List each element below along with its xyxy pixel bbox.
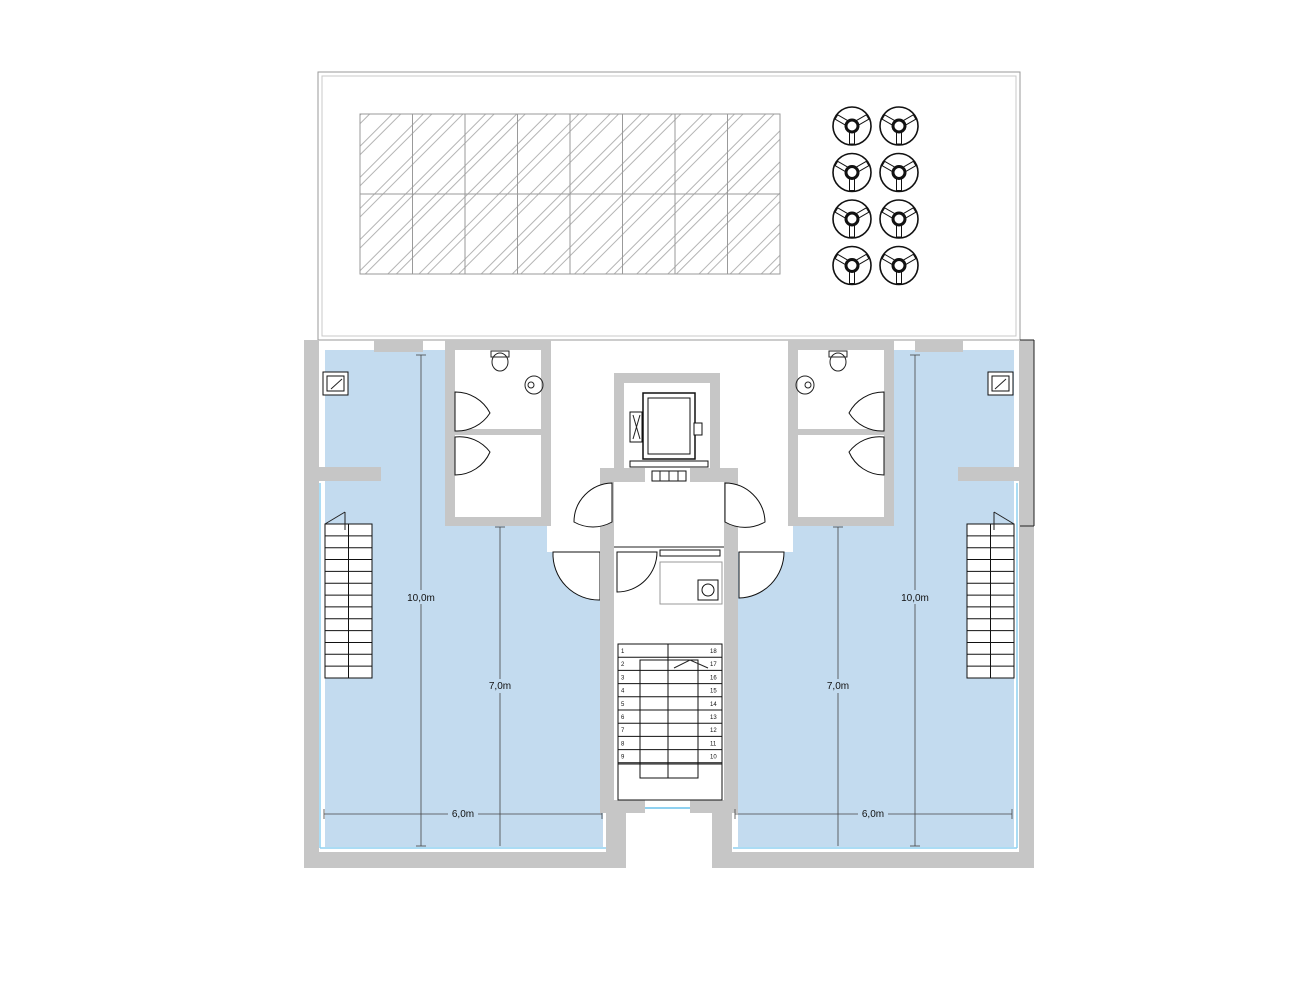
elevator (629, 392, 709, 482)
solar-panel (674, 193, 728, 275)
stair-step-number: 12 (710, 728, 717, 734)
left-unit: 10,0m 7,0m 6,0m (304, 340, 626, 868)
solar-panel (464, 113, 518, 195)
solar-panel (517, 193, 571, 275)
stair-step-number: 16 (710, 675, 717, 681)
stair-step-number: 2 (621, 662, 625, 668)
right-dimensions: 10,0m 7,0m 6,0m (734, 354, 1013, 847)
right-internal-stair (966, 511, 1015, 679)
left-dimensions: 10,0m 7,0m 6,0m (323, 354, 603, 847)
solar-panel-array (359, 113, 781, 275)
solar-panel (622, 193, 676, 275)
solar-panel (517, 113, 571, 195)
right-depth-label: 10,0m (901, 593, 929, 604)
solar-panel (674, 113, 728, 195)
stair-step-number: 6 (621, 715, 625, 721)
stair-step-number: 7 (621, 728, 625, 734)
solar-panel (412, 193, 466, 275)
solar-panel (727, 193, 781, 275)
stair-step-number: 17 (710, 662, 717, 668)
solar-panel (727, 113, 781, 195)
left-room-area (325, 350, 603, 847)
right-inner-depth-label: 7,0m (827, 681, 849, 692)
left-depth-label: 10,0m (407, 593, 435, 604)
left-width-label: 6,0m (452, 809, 474, 820)
fan-unit-icon (832, 199, 872, 239)
solar-panel (569, 193, 623, 275)
stair-step-number: 4 (621, 689, 625, 695)
fan-unit-icon (879, 199, 919, 239)
stair-step-number: 15 (710, 689, 717, 695)
left-internal-stair (324, 511, 373, 679)
fan-unit-icon (832, 106, 872, 146)
solar-panel (359, 113, 413, 195)
rooftop-terrace (317, 71, 1021, 341)
solar-panel (569, 113, 623, 195)
stair-step-number: 13 (710, 715, 717, 721)
stair-step-number: 11 (710, 741, 717, 747)
stair-step-number: 18 (710, 649, 717, 655)
solar-panel (359, 193, 413, 275)
solar-panel (464, 193, 518, 275)
stair-step-number: 14 (710, 702, 717, 708)
right-width-label: 6,0m (862, 809, 884, 820)
stair-step-number: 8 (621, 741, 625, 747)
stair-step-number: 1 (621, 649, 625, 655)
solar-panel (622, 113, 676, 195)
stair-step-number: 10 (710, 755, 717, 761)
stair-step-number: 5 (621, 702, 625, 708)
fan-unit-icon (879, 106, 919, 146)
fan-unit-icon (832, 245, 872, 286)
right-unit: 10,0m 7,0m 6,0m (712, 339, 1035, 868)
stair-step-number: 9 (621, 755, 625, 761)
stair-step-number: 3 (621, 675, 625, 681)
left-inner-depth-label: 7,0m (489, 681, 511, 692)
fan-unit-icon (879, 152, 919, 193)
central-core: 1 18 2 17 3 16 4 15 5 14 6 13 7 12 8 11 9 10 (573, 373, 766, 813)
right-room-area (738, 350, 1014, 847)
main-stair: 1 18 2 17 3 16 4 15 5 14 6 13 7 12 8 11 9 10 (617, 643, 723, 801)
rooftop-fan-units (832, 106, 919, 286)
fan-unit-icon (879, 245, 919, 286)
solar-panel (412, 113, 466, 195)
fan-unit-icon (832, 152, 872, 193)
